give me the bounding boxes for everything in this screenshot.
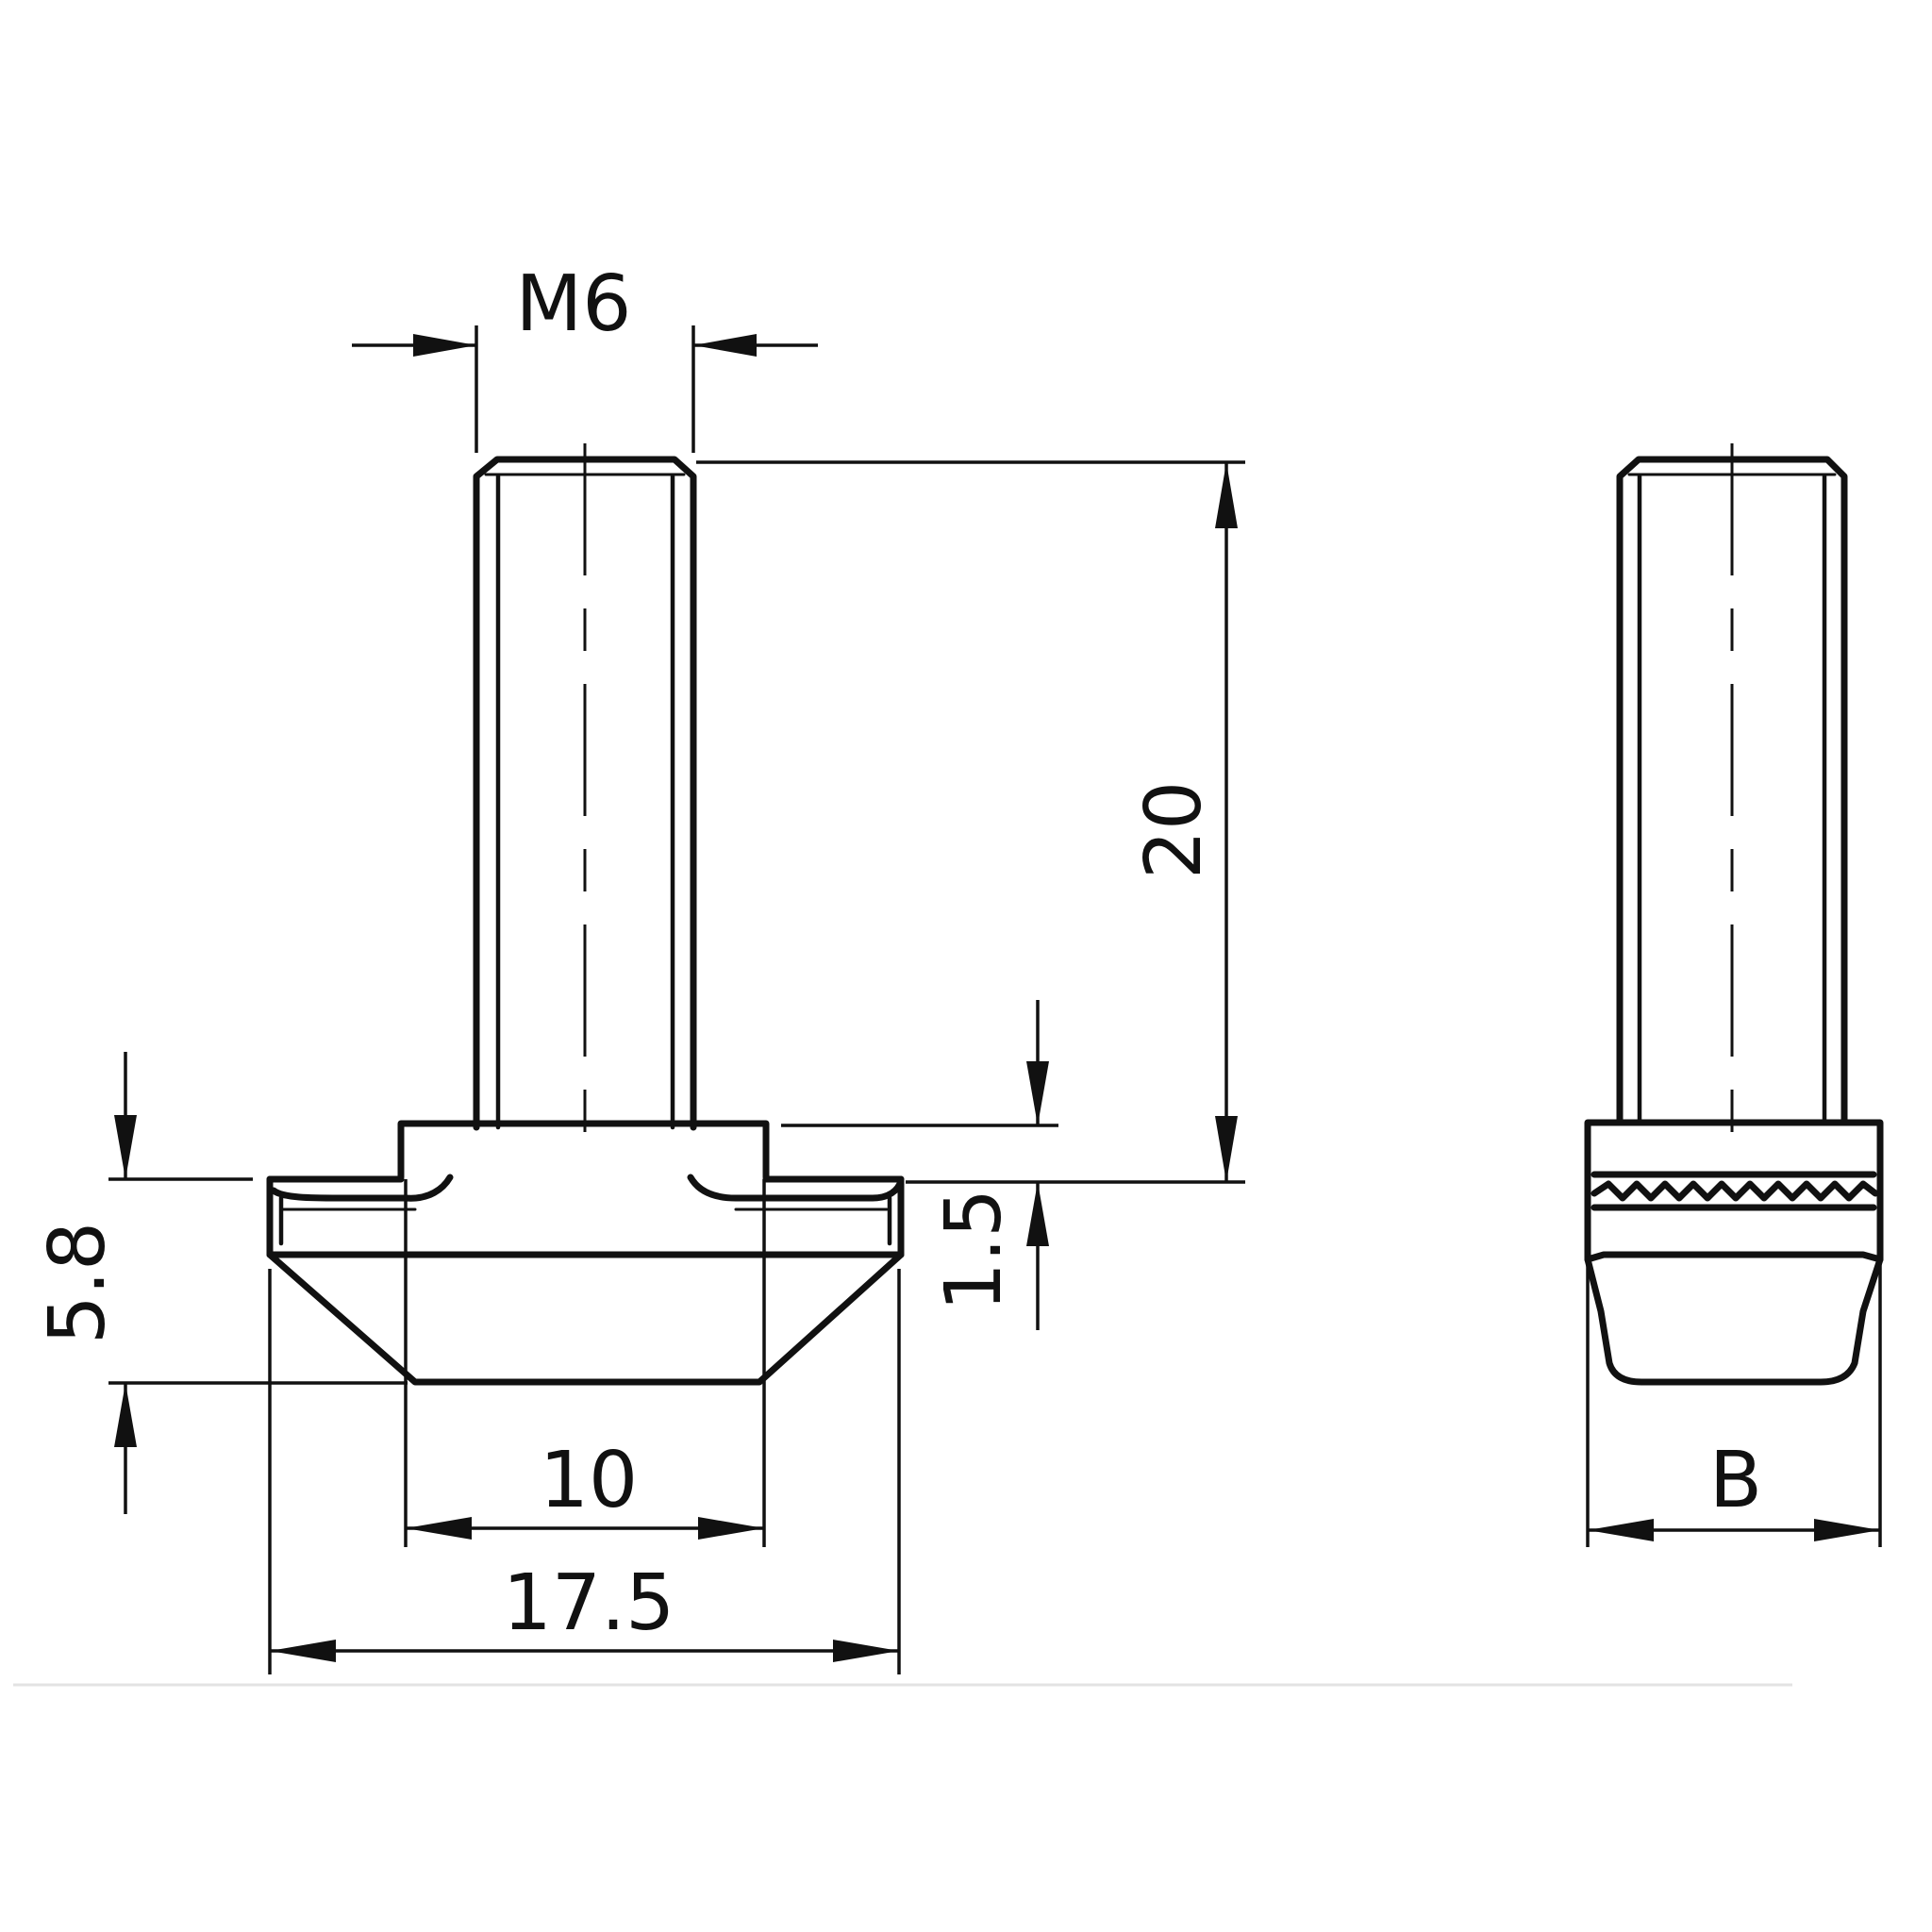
side-foot-outline: [1584, 1251, 1884, 1386]
dimension-inner-width: 10: [404, 1179, 766, 1547]
side-arrow-left: [1588, 1519, 1654, 1541]
outer-arrow-left: [270, 1640, 336, 1662]
thread-size-label: M6: [516, 259, 632, 349]
dimension-outer-width: 17.5: [268, 1269, 901, 1674]
length-arrow-top: [1215, 462, 1238, 528]
height-label: 5.8: [33, 1222, 123, 1344]
dimension-length: 20: [696, 460, 1245, 1184]
length-label: 20: [1129, 781, 1219, 879]
side-view: [1584, 443, 1884, 1386]
inner-arrow-right: [698, 1517, 764, 1540]
front-collar-outline: [397, 1120, 770, 1181]
side-knurl-zigzag: [1591, 1180, 1879, 1202]
m6-arrow-right: [693, 334, 757, 357]
neck-arrow-bottom: [1026, 1182, 1049, 1246]
front-view: [266, 443, 905, 1386]
dimension-thread: M6: [352, 259, 818, 453]
inner-arrow-left: [406, 1517, 472, 1540]
front-nut-body-outline: [266, 1175, 905, 1386]
side-head-outline: [1584, 1119, 1884, 1263]
inner-width-label: 10: [540, 1436, 638, 1525]
side-arrow-right: [1814, 1519, 1880, 1541]
height-arrow-top: [114, 1115, 137, 1179]
front-left-spring-hook: [270, 1174, 454, 1202]
m6-arrow-left: [413, 334, 476, 357]
dimension-height: 5.8: [33, 1052, 408, 1514]
neck-arrow-top: [1026, 1061, 1049, 1125]
neck-label: 1.5: [929, 1189, 1019, 1311]
dimension-neck: 1.5: [781, 1000, 1058, 1330]
dimension-lines: M6 20 1.5 5.8: [33, 259, 1882, 1674]
height-arrow-bottom: [114, 1383, 137, 1447]
outer-arrow-right: [833, 1640, 899, 1662]
dimension-side-width: B: [1586, 1264, 1882, 1547]
outer-width-label: 17.5: [503, 1558, 675, 1648]
length-arrow-bottom: [1215, 1116, 1238, 1182]
side-width-label: B: [1709, 1436, 1762, 1525]
front-right-spring-hook: [687, 1174, 905, 1202]
